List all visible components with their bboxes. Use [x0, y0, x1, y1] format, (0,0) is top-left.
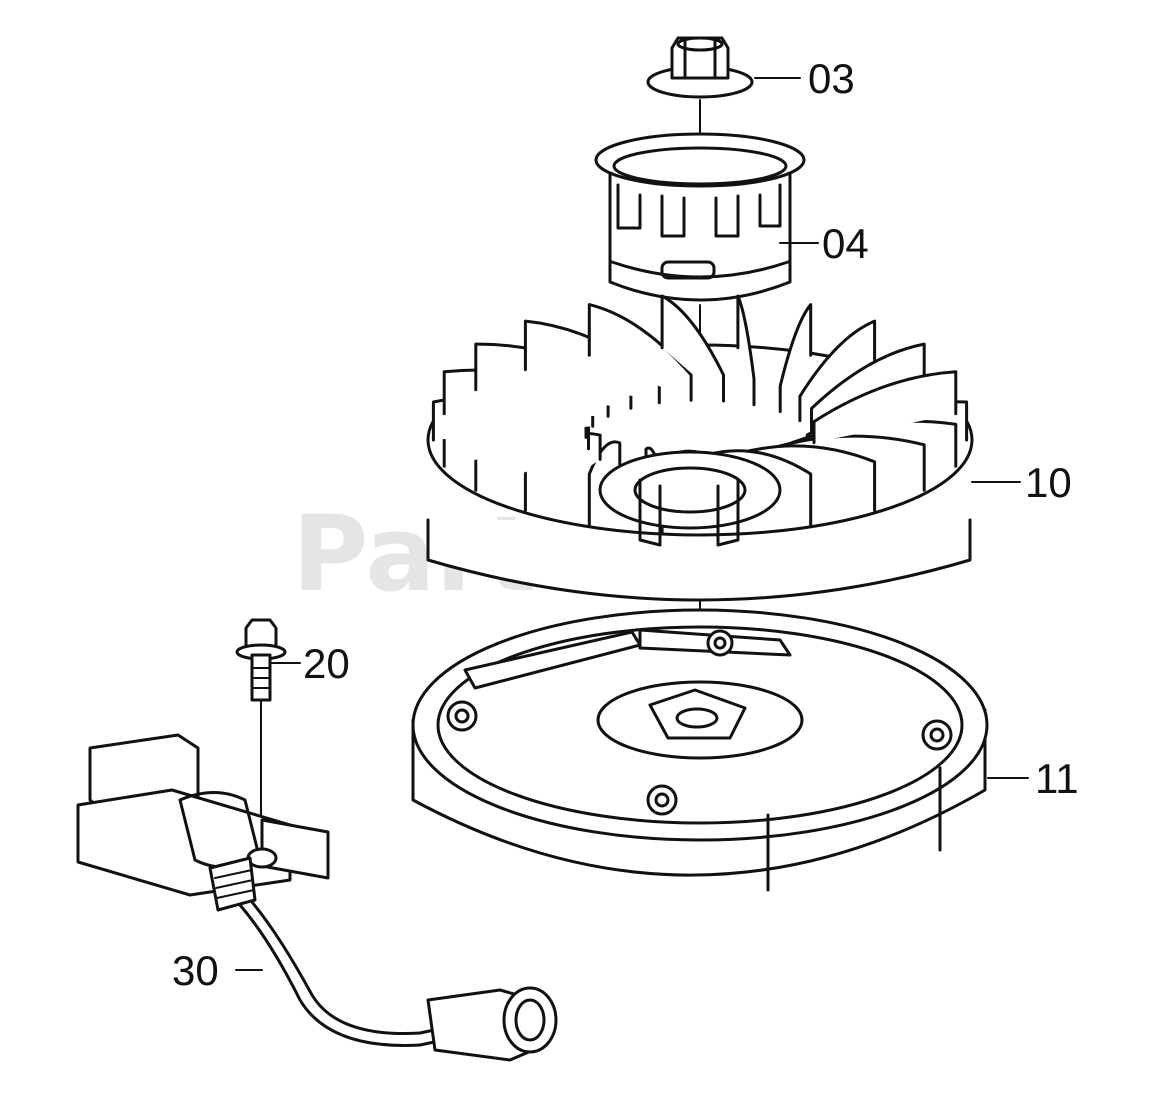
part-30-ignition-coil[interactable]: [76, 733, 558, 1062]
callout-04[interactable]: 04: [822, 220, 869, 267]
part-11-flywheel-base[interactable]: [411, 608, 989, 892]
callout-30[interactable]: 30: [172, 947, 219, 994]
callout-20[interactable]: 20: [303, 640, 350, 687]
flywheel-fin: [812, 370, 958, 445]
callout-10[interactable]: 10: [1025, 459, 1072, 506]
flywheel-fin: [778, 303, 813, 414]
part-04-starter-cup[interactable]: [594, 132, 806, 302]
flywheel-fin: [736, 294, 756, 407]
flywheel-fin: [798, 319, 877, 423]
flywheel-fin: [660, 294, 725, 403]
flywheel-fin: [587, 303, 693, 402]
part-10-flywheel[interactable]: [426, 294, 974, 602]
part-03-flange-nut[interactable]: [646, 36, 754, 99]
callout-11[interactable]: 11: [1035, 755, 1079, 802]
callout-03[interactable]: 03: [808, 55, 855, 102]
